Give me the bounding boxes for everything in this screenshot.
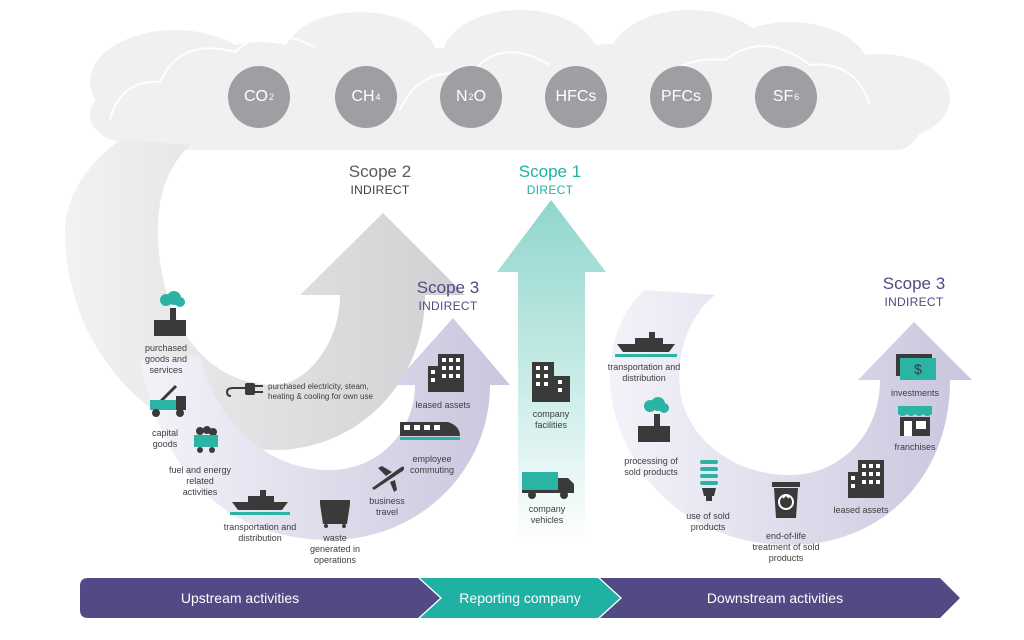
recycle-bin-icon: [772, 482, 800, 518]
gas-pfcs: PFCs: [650, 66, 712, 128]
train-icon: [400, 422, 460, 440]
scope3-upstream-label: Scope 3 INDIRECT: [416, 278, 480, 313]
label-investments: investments: [890, 388, 940, 398]
label-capital-goods: capital goods: [151, 428, 178, 449]
label-processing: processing of sold products: [624, 456, 678, 477]
truck-icon: [522, 472, 574, 499]
crane-truck-icon: [150, 384, 186, 417]
building-icon: [428, 354, 464, 392]
label-downstream-leased-assets: leased assets: [833, 505, 889, 515]
label-business-travel: business travel: [369, 496, 405, 517]
light-bulb-icon: [700, 460, 718, 501]
activity-banner: [80, 578, 960, 618]
ship-icon: [615, 332, 677, 357]
label-end-of-life: end-of-life treatment of sold products: [752, 531, 820, 563]
gas-hfcs: HFCs: [545, 66, 607, 128]
scope3-upstream-arrow: [140, 318, 510, 540]
scope3-downstream-label: Scope 3 INDIRECT: [882, 274, 946, 309]
factory-icon: [154, 291, 186, 336]
label-downstream-transportation: transportation and distribution: [607, 362, 681, 383]
coal-cart-icon: [194, 426, 218, 453]
label-company-vehicles: company vehicles: [528, 504, 566, 525]
cloud-band: [90, 10, 950, 150]
building-icon: [848, 460, 884, 498]
label-fuel-energy: fuel and energy related activities: [168, 465, 232, 497]
scope2-label: Scope 2 INDIRECT: [348, 162, 412, 197]
label-upstream-transportation: transportation and distribution: [223, 522, 297, 543]
banner-reporting: Reporting company: [459, 590, 581, 606]
banner-downstream: Downstream activities: [706, 590, 844, 606]
svg-text:$: $: [914, 361, 922, 377]
label-company-facilities: company facilities: [532, 409, 570, 430]
company-facilities-icon: [532, 362, 570, 402]
banner-upstream: Upstream activities: [180, 590, 300, 606]
scope1-label: Scope 1 DIRECT: [518, 162, 582, 197]
label-upstream-leased-assets: leased assets: [415, 400, 471, 410]
label-purchased-electricity: purchased electricity, steam, heating & …: [268, 382, 373, 401]
plug-icon: [225, 383, 263, 397]
label-use-sold-products: use of sold products: [686, 511, 730, 532]
dumpster-icon: [320, 500, 350, 528]
label-employee-commuting: employee commuting: [409, 454, 454, 475]
storefront-icon: [898, 406, 932, 436]
money-icon: $: [896, 354, 936, 380]
factory-icon: [638, 397, 670, 442]
label-purchased-goods: purchased goods and services: [144, 343, 188, 375]
airplane-icon: [372, 466, 404, 492]
ship-icon: [230, 490, 290, 515]
label-waste: waste generated in operations: [309, 533, 361, 565]
label-franchises: franchises: [894, 442, 936, 452]
